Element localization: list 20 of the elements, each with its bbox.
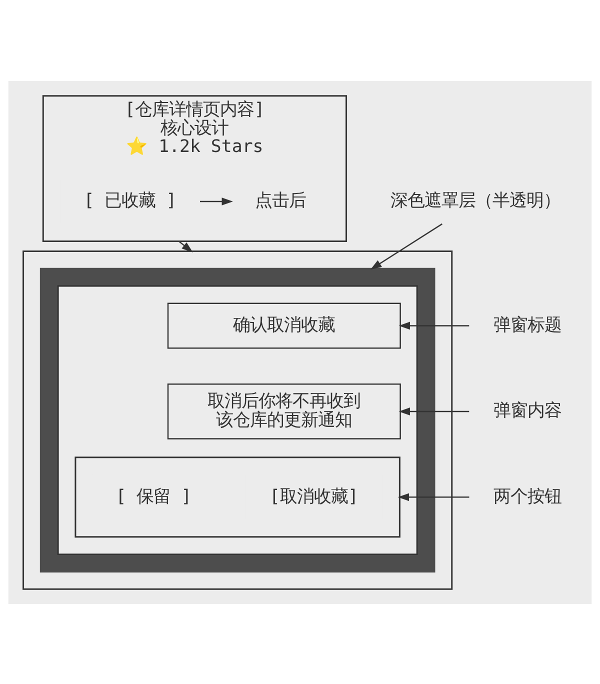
arrow — [398, 492, 470, 501]
arrow — [200, 197, 233, 205]
arrow — [398, 321, 470, 330]
node-text: 两个按钮 — [494, 486, 562, 506]
node-text: [ 已收藏 ] — [84, 190, 177, 211]
node-text: 点击后 — [254, 190, 306, 211]
arrow — [398, 407, 470, 415]
cluster — [74, 456, 400, 538]
node-text: 深色遮罩层（半透明） — [390, 190, 560, 211]
node-box: 确认取消收藏 — [167, 302, 401, 348]
node-text: [ 保留 ] — [116, 486, 192, 506]
cluster — [57, 284, 418, 555]
cluster — [40, 267, 436, 572]
cluster — [22, 250, 453, 590]
arrow — [178, 240, 193, 252]
node-box: 取消后你将不再收到该仓库的更新通知 — [167, 383, 401, 439]
node-text: 弹窗标题 — [494, 314, 562, 335]
node-text: [取消收藏] — [270, 486, 358, 506]
node-text: 弹窗内容 — [494, 400, 562, 421]
arrow — [370, 222, 442, 270]
